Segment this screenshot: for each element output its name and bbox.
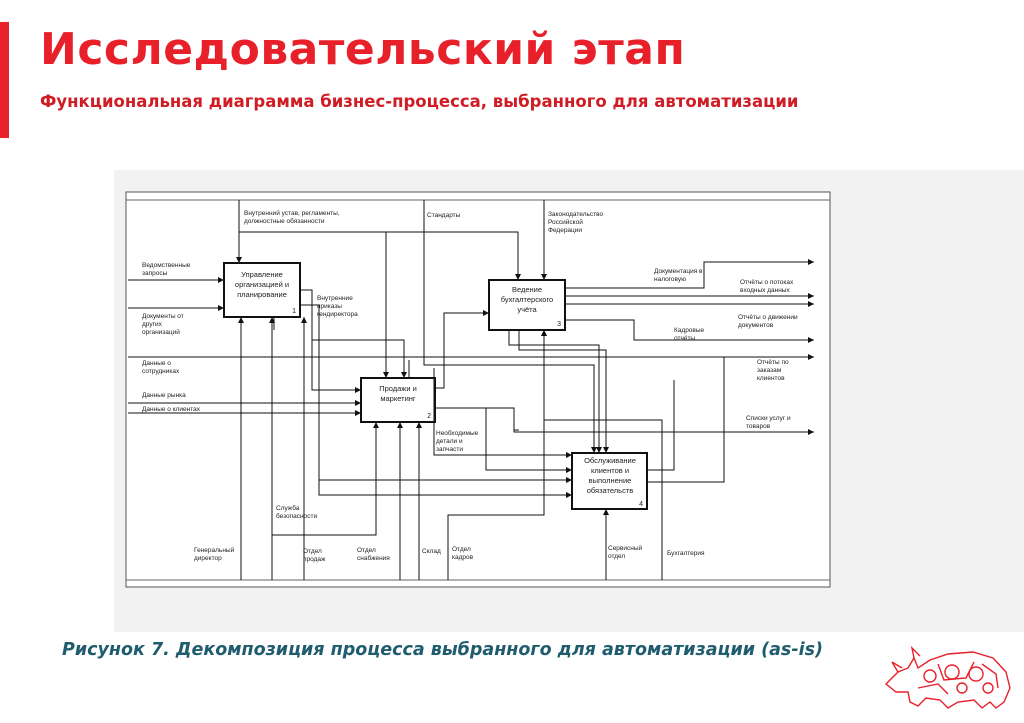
box-1-label-line: организацией и	[235, 280, 289, 289]
label-general-director: Генеральный	[194, 546, 235, 554]
label-security: безопасности	[276, 512, 317, 520]
arrow-box2-to-box3	[435, 310, 489, 389]
arrow-service-lists	[513, 410, 814, 435]
box-3-number: 3	[557, 321, 561, 328]
arrow-box4-output	[647, 357, 725, 483]
box-1-label-line: Управление	[241, 270, 283, 279]
diagram-sheet	[125, 191, 831, 588]
label-service-dept: Сервисный	[608, 544, 643, 552]
label-sales-dept: продаж	[303, 556, 326, 563]
label-hr-dept: кадров	[452, 554, 474, 561]
activity-box-3: Ведение бухгалтерского учёта 3	[488, 279, 566, 331]
box-4-label-line: Обслуживание	[584, 456, 636, 465]
label-client-data: Данные о клиентах	[142, 406, 201, 413]
box-3-label-line: бухгалтерского	[501, 295, 553, 304]
label-standards: Стандарты	[427, 212, 461, 219]
label-hr-dept: Отдел	[452, 546, 471, 553]
label-service-lists: товаров	[746, 423, 771, 430]
arrow-needed-parts	[435, 407, 572, 473]
label-org-documents: организаций	[142, 328, 180, 336]
arrow-box3-to-box4-b	[518, 330, 609, 453]
box-3-label-line: Ведение	[512, 285, 542, 294]
label-warehouse: Склад	[422, 548, 441, 555]
box-4-label-line: обязательств	[587, 486, 634, 495]
label-document-flow-reports: Отчёты о движении	[738, 314, 798, 321]
label-legislation: Российской	[548, 218, 583, 226]
label-tax-documentation: Документация в	[654, 268, 703, 275]
idef0-diagram: Управление организацией и планирование 1…	[125, 191, 831, 588]
label-org-documents: других	[142, 321, 163, 328]
arrow-labels: Внутренний устав, регламенты, должностны…	[142, 209, 798, 563]
activity-box-4: Обслуживание клиентов и выполнение обяза…	[571, 452, 648, 510]
arrow-accounting	[541, 330, 663, 580]
arrow-hr-dept	[447, 330, 547, 580]
label-org-documents: Документы от	[142, 313, 184, 320]
box-3-label-line: учёта	[517, 305, 537, 314]
accent-bar	[0, 22, 9, 138]
label-needed-parts: запчасти	[436, 446, 463, 453]
label-client-order-reports: клиентов	[757, 375, 785, 382]
label-internal-orders: приказы	[317, 303, 342, 310]
label-internal-orders: Внутренние	[317, 295, 353, 302]
label-agency-requests: запросы	[142, 270, 168, 277]
label-internal-charter: должностные обязанности	[244, 217, 325, 225]
box-1-label-line: планирование	[237, 290, 287, 299]
arrow-charter-to-box3	[239, 231, 521, 280]
box-4-label-line: выполнение	[589, 476, 632, 485]
arrow-data-to-box4	[433, 368, 572, 458]
box-1-number: 1	[292, 308, 296, 315]
box-2-label-line: Продажи и	[379, 384, 417, 393]
label-needed-parts: детали и	[436, 438, 463, 445]
box-4-number: 4	[639, 501, 643, 508]
label-security: Служба	[276, 504, 300, 512]
label-supply-dept: Отдел	[357, 547, 376, 554]
label-input-flow-reports: входных данных	[740, 287, 790, 294]
arrow-standards	[423, 200, 597, 453]
box-2-number: 2	[427, 413, 431, 420]
label-needed-parts: Необходимые	[436, 429, 479, 437]
activity-box-1: Управление организацией и планирование 1	[223, 262, 301, 318]
page-subtitle: Функциональная диаграмма бизнес-процесса…	[40, 92, 799, 111]
label-agency-requests: Ведомственные	[142, 262, 191, 269]
label-general-director: директор	[194, 555, 222, 562]
diagram-panel: Управление организацией и планирование 1…	[114, 170, 1024, 632]
box-4-label-line: клиентов и	[591, 466, 629, 475]
label-service-lists: Списки услуг и	[746, 415, 791, 422]
label-service-dept: отдел	[608, 553, 625, 560]
arrow-orders-to-box2-control	[312, 339, 407, 378]
label-sales-dept: Отдел	[303, 548, 322, 555]
label-document-flow-reports: документов	[738, 322, 774, 329]
activity-box-2: Продажи и маркетинг 2	[360, 377, 436, 423]
label-employee-data: сотрудниках	[142, 368, 180, 375]
label-internal-charter: Внутренний устав, регламенты,	[244, 209, 340, 217]
label-market-data: Данные рынка	[142, 392, 186, 399]
arrow-security-to-box2	[272, 422, 379, 536]
label-internal-orders: гендиректора	[317, 311, 358, 318]
label-legislation: Законодательство	[548, 211, 603, 218]
arrow-lines	[128, 200, 814, 580]
label-supply-dept: снабжения	[357, 554, 390, 562]
arrow-tax-documentation	[565, 259, 814, 289]
label-tax-documentation: налоговую	[654, 276, 686, 283]
page-title: Исследовательский этап	[40, 24, 686, 75]
label-employee-data: Данные о	[142, 360, 171, 367]
label-client-order-reports: Отчёты по	[757, 359, 789, 366]
arrow-box1-to-box4	[300, 304, 572, 498]
label-legislation: Федерации	[548, 227, 582, 234]
arrow-box3-to-box4	[508, 330, 602, 453]
label-input-flow-reports: Отчёты о потоках	[740, 279, 794, 286]
label-client-order-reports: заказам	[757, 367, 782, 374]
label-hr-reports: Кадровые	[674, 327, 705, 334]
arrow-client-order-reports	[647, 380, 675, 471]
label-accounting: Бухгалтерия	[667, 550, 705, 557]
rhino-logo-icon	[884, 645, 1011, 709]
figure-caption: Рисунок 7. Декомпозиция процесса выбранн…	[62, 640, 823, 660]
box-2-label-line: маркетинг	[380, 394, 416, 403]
label-hr-reports: отчёты	[674, 335, 695, 342]
arrow-hr-reports	[565, 319, 814, 343]
